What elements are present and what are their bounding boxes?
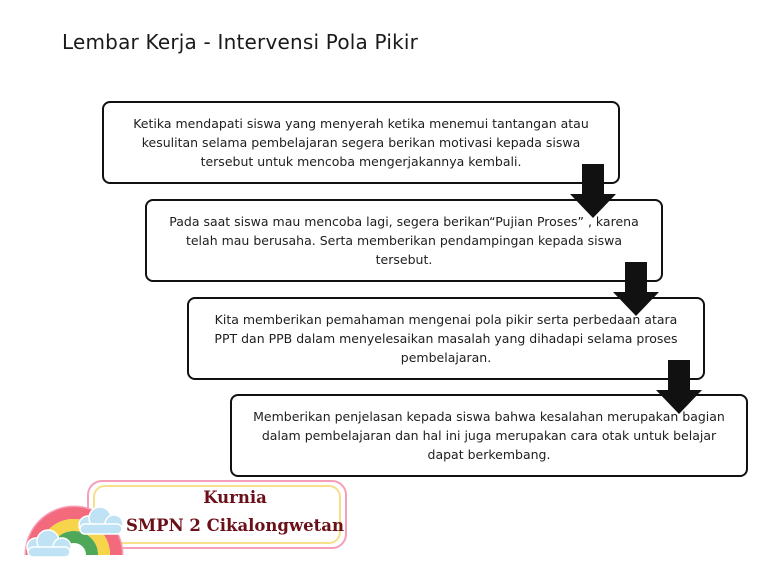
step-text-1: Ketika mendapati siswa yang menyerah ket… [133, 116, 589, 169]
step-box-1: Ketika mendapati siswa yang menyerah ket… [102, 101, 620, 184]
badge-name: Kurnia [203, 488, 267, 507]
name-badge [24, 480, 347, 558]
step-box-4: Memberikan penjelasan kepada siswa bahwa… [230, 394, 748, 477]
cloud-icon [26, 529, 72, 558]
badge-school: SMPN 2 Cikalongwetan [126, 516, 344, 535]
step-box-3: Kita memberikan pemahaman mengenai pola … [187, 297, 705, 380]
down-arrow-icon [570, 164, 616, 218]
step-box-2: Pada saat siswa mau mencoba lagi, segera… [145, 199, 663, 282]
step-text-3: Kita memberikan pemahaman mengenai pola … [214, 312, 678, 365]
down-arrow-icon [656, 360, 702, 414]
step-text-2: Pada saat siswa mau mencoba lagi, segera… [169, 214, 639, 267]
cloud-icon [78, 506, 124, 535]
page-title: Lembar Kerja - Intervensi Pola Pikir [62, 30, 419, 54]
step-text-4: Memberikan penjelasan kepada siswa bahwa… [253, 409, 725, 462]
down-arrow-icon [613, 262, 659, 316]
